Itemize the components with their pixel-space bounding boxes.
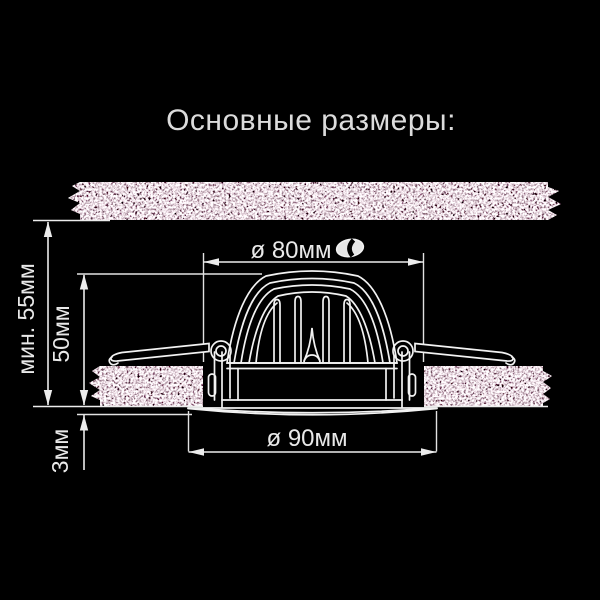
mount-bracket-right bbox=[393, 351, 417, 401]
center-gland bbox=[303, 354, 321, 364]
mount-bracket-left bbox=[207, 351, 231, 401]
dim-min-recess-depth: мин. 55мм bbox=[13, 221, 53, 406]
ceiling-block-left bbox=[89, 366, 203, 406]
page-title: Основные размеры: bbox=[166, 104, 456, 137]
dim-flange-thickness: 3мм bbox=[47, 413, 192, 473]
center-cone bbox=[303, 327, 321, 362]
outer-diameter-label: ø 90мм bbox=[266, 425, 347, 452]
dim-outer-diameter: ø 90мм bbox=[187, 411, 438, 456]
trim-flange bbox=[187, 407, 438, 416]
cutout-diameter-label: ø 80мм bbox=[250, 237, 331, 264]
heatsink-fins bbox=[273, 295, 351, 364]
flange-thickness-label: 3мм bbox=[47, 429, 73, 473]
heatsink-dome bbox=[226, 270, 398, 364]
downlight-drawing bbox=[108, 270, 516, 416]
ceiling-block-right bbox=[424, 366, 552, 406]
dim-body-height: 50мм bbox=[48, 273, 262, 406]
min-recess-depth-label: мин. 55мм bbox=[13, 263, 39, 374]
lamp-base bbox=[221, 362, 403, 409]
spring-clip-right bbox=[392, 340, 516, 366]
body-height-label: 50мм bbox=[48, 305, 74, 362]
spring-clip-left bbox=[108, 340, 232, 366]
ceiling-slab-texture bbox=[68, 182, 561, 220]
tilt-lamp-icon bbox=[335, 238, 365, 258]
dim-cutout-diameter: ø 80мм bbox=[202, 237, 425, 362]
